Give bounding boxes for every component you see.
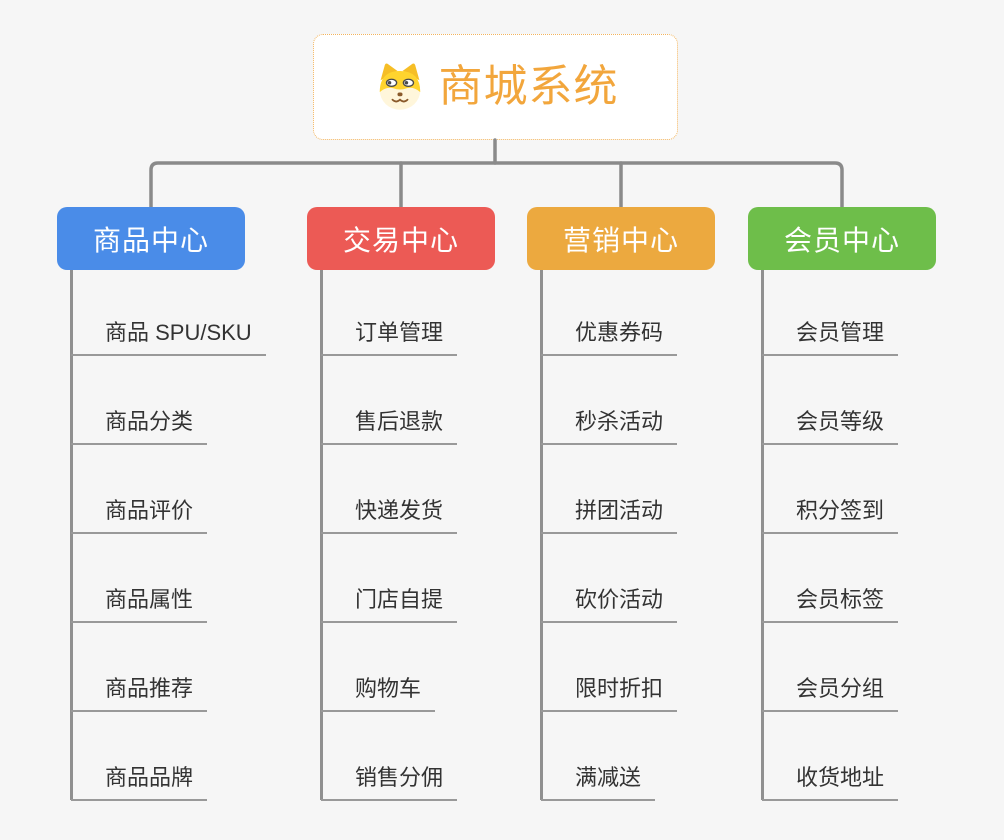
leaf-node-flash-sale[interactable]: 秒杀活动 [541,407,678,445]
branch-trunk-line [540,270,543,800]
leaf-node-spend-and-save[interactable]: 满减送 [541,763,656,801]
branch-trunk-line [320,270,323,800]
leaf-node-member-group[interactable]: 会员分组 [762,674,899,712]
leaf-node-shipping-address[interactable]: 收货地址 [762,763,899,801]
branch-header-label: 交易中心 [342,224,459,256]
leaf-node-order-management[interactable]: 订单管理 [321,318,458,356]
dog-face-icon [373,60,427,114]
leaf-node-product-attribute[interactable]: 商品属性 [71,585,208,623]
branch-trunk-line [70,270,73,800]
leaf-node-product-brand[interactable]: 商品品牌 [71,763,208,801]
branch-product-center: 商品中心 商品 SPU/SKU 商品分类 商品评价 商品属性 商品推荐 商品品牌 [57,207,313,807]
branch-marketing-center: 营销中心 优惠券码 秒杀活动 拼团活动 砍价活动 限时折扣 满减送 [527,207,783,807]
leaf-node-shopping-cart[interactable]: 购物车 [321,674,436,712]
leaf-node-product-spu-sku[interactable]: 商品 SPU/SKU [71,318,266,356]
branch-header-label: 营销中心 [562,224,679,256]
leaf-node-member-level[interactable]: 会员等级 [762,407,899,445]
branch-header-product-center[interactable]: 商品中心 [57,207,245,270]
branch-member-center: 会员中心 会员管理 会员等级 积分签到 会员标签 会员分组 收货地址 [748,207,1004,807]
branch-header-member-center[interactable]: 会员中心 [748,207,936,270]
leaf-node-product-category[interactable]: 商品分类 [71,407,208,445]
branch-header-marketing-center[interactable]: 营销中心 [527,207,715,270]
leaf-node-product-review[interactable]: 商品评价 [71,496,208,534]
leaf-node-aftersale-refund[interactable]: 售后退款 [321,407,458,445]
tree-connector-lines [149,138,844,210]
branch-trade-center: 交易中心 订单管理 售后退款 快递发货 门店自提 购物车 销售分佣 [307,207,563,807]
leaf-node-limited-time-discount[interactable]: 限时折扣 [541,674,678,712]
leaf-node-express-shipping[interactable]: 快递发货 [321,496,458,534]
leaf-node-sales-commission[interactable]: 销售分佣 [321,763,458,801]
leaf-node-bargain-activity[interactable]: 砍价活动 [541,585,678,623]
root-title: 商城系统 [438,62,619,111]
root-node[interactable]: 商城系统 [313,34,678,140]
leaf-node-member-tag[interactable]: 会员标签 [762,585,899,623]
leaf-node-coupon-code[interactable]: 优惠券码 [541,318,678,356]
branch-header-label: 会员中心 [783,224,900,256]
leaf-node-product-recommend[interactable]: 商品推荐 [71,674,208,712]
leaf-node-points-checkin[interactable]: 积分签到 [762,496,899,534]
branch-header-trade-center[interactable]: 交易中心 [307,207,495,270]
branch-trunk-line [761,270,764,800]
leaf-node-store-pickup[interactable]: 门店自提 [321,585,458,623]
leaf-node-group-buy[interactable]: 拼团活动 [541,496,678,534]
branch-header-label: 商品中心 [92,224,209,256]
leaf-node-member-management[interactable]: 会员管理 [762,318,899,356]
